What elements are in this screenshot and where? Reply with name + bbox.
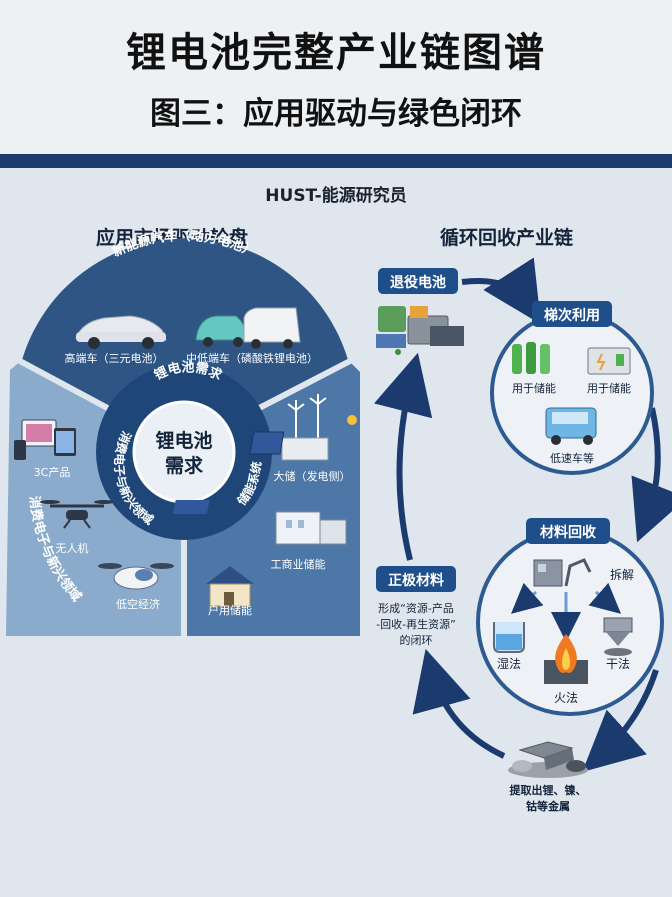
- ev-mid-low-label: 中低端车（磷酸铁锂电池）: [186, 351, 318, 365]
- arrow-cascade-to-recycle: [631, 407, 672, 543]
- ev-high-end-label: 高端车（三元电池）: [65, 351, 164, 365]
- cathode-label-box: [376, 566, 456, 592]
- divider-bar: [0, 154, 672, 168]
- cascade-use-1: 用于储能: [512, 381, 556, 395]
- furnace-icon: [544, 634, 588, 684]
- beaker-icon: [493, 622, 525, 653]
- arrow-to-wet: [510, 582, 544, 614]
- center-label-2: 需求: [165, 454, 204, 477]
- center-circle: [132, 400, 236, 504]
- storage-large-label: 大储（发电侧）: [274, 469, 351, 483]
- commercial-storage-icon: [172, 500, 347, 545]
- cascade-use-2: 用于储能: [587, 381, 631, 395]
- consumer-low-altitude-label: 低空经济: [116, 597, 160, 611]
- recycle-title-box: [526, 518, 610, 544]
- author: HUST-能源研究员: [265, 186, 407, 206]
- cascade-title-box: [532, 301, 612, 327]
- sector-ev: [22, 238, 348, 448]
- arrow-metals-to-cathode: [412, 648, 506, 759]
- storage-cabinet-icon: [587, 347, 631, 375]
- flying-taxi-icon: [98, 563, 174, 590]
- extract-label-1: 提取出锂、镍、: [510, 783, 587, 797]
- dismantle-label: 拆解: [610, 567, 634, 582]
- recycle-title: 材料回收: [540, 524, 597, 541]
- arrow-retired-to-cascade: [461, 257, 541, 325]
- page-title: 锂电池完整产业链图谱: [126, 30, 546, 76]
- dry-label: 干法: [606, 657, 630, 671]
- storage-commercial-label: 工商业储能: [271, 557, 326, 571]
- retired-label-box: [378, 268, 458, 294]
- arrow-cathode-to-retired: [374, 352, 433, 561]
- page-subtitle: 图三：应用驱动与绿色闭环: [150, 96, 522, 132]
- extract-label-2: 钴等金属: [526, 799, 570, 813]
- loop-text-1: 形成“资源-产品: [378, 601, 454, 615]
- low-speed-vehicle-icon: [545, 407, 597, 445]
- consumer-drone-label: 无人机: [56, 541, 89, 555]
- fire-label: 火法: [554, 691, 578, 705]
- center-label-1: 锂电池: [155, 429, 212, 452]
- storage-home-label: 户用储能: [208, 603, 252, 617]
- right-section-title: 循环回收产业链: [440, 227, 574, 249]
- retired-batteries-icon: [376, 306, 464, 355]
- cascade-title: 梯次利用: [544, 307, 600, 324]
- factory-icon: [533, 558, 592, 587]
- cascade-use-3: 低速车等: [550, 451, 594, 465]
- cathode-label: 正极材料: [388, 572, 444, 589]
- metal-ingots-icon: [508, 741, 588, 778]
- retired-label: 退役电池: [390, 274, 446, 291]
- loop-text-3: 的闭环: [400, 633, 433, 647]
- drone-icon: [40, 500, 114, 529]
- van-icon: [243, 307, 301, 349]
- wet-label: 湿法: [497, 656, 521, 671]
- grid-storage-icon: [249, 394, 357, 461]
- house-icon: [206, 566, 254, 607]
- battery-cells-icon: [512, 342, 550, 374]
- header: [0, 0, 672, 160]
- sedan-car-icon: [75, 315, 167, 349]
- arrow-recycle-to-metals: [582, 669, 659, 773]
- crusher-icon: [603, 617, 633, 656]
- consumer-3c-label: 3C产品: [34, 465, 71, 479]
- loop-text-2: -回收-再生资源”: [376, 617, 456, 631]
- devices-3c-icon: [14, 419, 76, 460]
- arrow-to-dry: [588, 582, 622, 614]
